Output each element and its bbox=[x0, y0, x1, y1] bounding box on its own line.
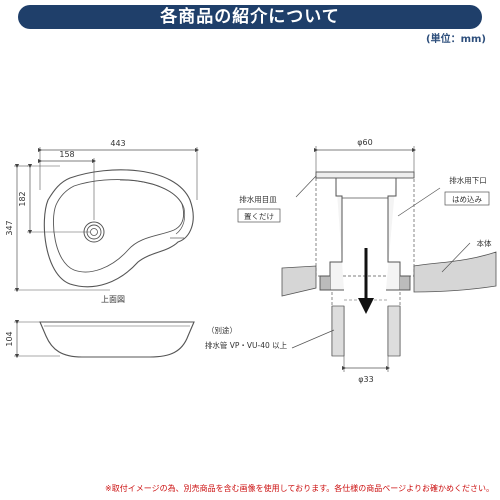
drain-pipe-label: 排水管 VP・VU-40 以上 bbox=[205, 340, 288, 350]
page-title: 各商品の紹介について bbox=[18, 5, 482, 29]
drain-lower-label: 排水用下口 bbox=[449, 175, 487, 185]
dim-443: 443 bbox=[110, 139, 125, 148]
dim-104: 104 bbox=[5, 331, 14, 346]
dim-phi60: φ60 bbox=[357, 138, 372, 147]
side-view-drawing bbox=[14, 319, 195, 359]
top-view-label: 上面図 bbox=[101, 295, 125, 304]
dim-182: 182 bbox=[18, 191, 27, 206]
dim-158: 158 bbox=[59, 150, 74, 159]
drain-lower-note-box bbox=[444, 191, 490, 206]
dim-347: 347 bbox=[5, 220, 14, 235]
unit-label: (単位：mm) bbox=[426, 34, 486, 45]
drain-flow-arrow-icon bbox=[358, 248, 374, 314]
disclaimer-note: ※取付イメージの為、別売商品を含む画像を使用しております。各仕様の商品ページより… bbox=[105, 484, 494, 493]
separate-label: （別途） bbox=[207, 325, 237, 335]
drain-plate-note-box bbox=[237, 208, 281, 223]
body-label: 本体 bbox=[477, 238, 492, 248]
leader-lines bbox=[291, 175, 471, 349]
section-drawing bbox=[281, 146, 497, 372]
drain-plate-note: 置くだけ bbox=[244, 212, 274, 221]
top-view-drawing bbox=[14, 147, 200, 293]
drain-plate-label: 排水用目皿 bbox=[239, 194, 277, 204]
drain-lower-note: はめ込み bbox=[452, 195, 482, 204]
dim-phi33: φ33 bbox=[358, 375, 373, 384]
